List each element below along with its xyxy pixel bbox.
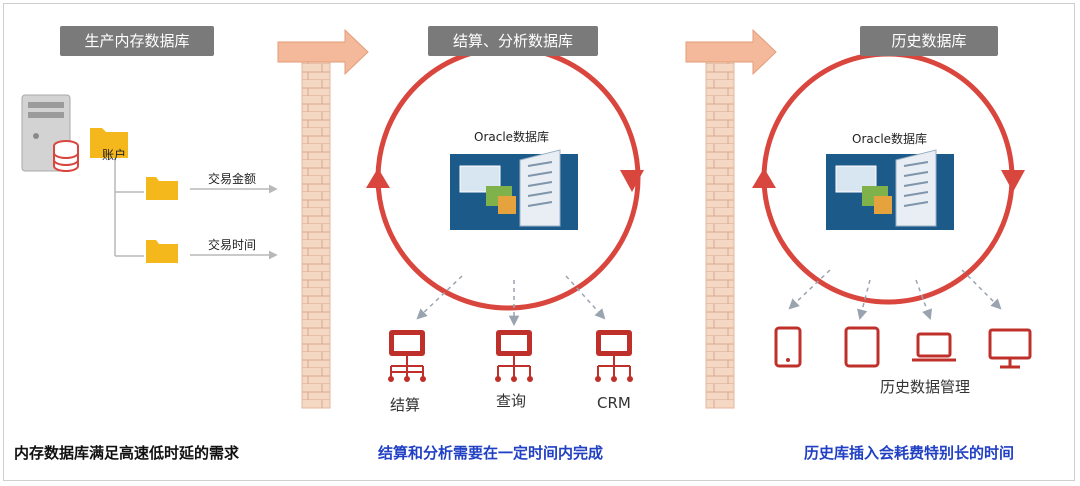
dashed-link-monitor [961,269,1002,310]
flow-arrow-2 [685,28,777,76]
monitor-icon [988,328,1032,369]
account-label: 账户 [102,148,127,162]
history-management-label: 历史数据管理 [880,378,971,396]
tablet-icon [844,326,880,368]
oracle-server-image-right [826,149,954,230]
history-arrowhead-left [752,168,776,188]
cycle-arrowhead-right [620,170,644,192]
client-icon-crm [595,330,633,382]
footer-middle-caption: 结算和分析需要在一定时间内完成 [378,444,604,462]
dashed-link-phone [788,269,831,310]
diagram-frame [3,3,1075,481]
firewall-wall-right [705,61,735,409]
amount-folder-icon [146,177,178,200]
header-production-db: 生产内存数据库 [60,26,214,56]
cycle-arrowhead-left [366,168,390,188]
history-arrowhead-right [1001,170,1025,192]
footer-right-caption: 历史库插入会耗费特别长的时间 [804,444,1015,462]
dashed-link-tablet [857,279,871,321]
laptop-icon [912,332,956,362]
time-folder-icon [146,240,178,263]
account-folder-icon [90,128,128,158]
client-icon-query [495,330,533,382]
header-history-db: 历史数据库 [860,26,998,56]
oracle-label-right: Oracle数据库 [852,132,928,146]
dashed-link-crm [565,275,606,320]
tree-connector [114,158,144,257]
oracle-label-middle: Oracle数据库 [474,130,550,144]
database-icon [53,140,79,172]
footer-left-caption: 内存数据库满足高速低时延的需求 [14,444,240,462]
firewall-wall-left [301,61,331,409]
client-label-query: 查询 [496,392,527,410]
phone-icon [774,326,802,368]
header-settlement-db: 结算、分析数据库 [428,26,598,56]
oracle-server-image-middle [450,149,578,230]
time-label: 交易时间 [208,238,257,252]
client-icon-settlement [388,330,426,382]
dashed-link-laptop [915,279,933,320]
client-label-crm: CRM [597,394,631,412]
client-label-settlement: 结算 [390,396,421,414]
flow-arrow-1 [277,28,369,76]
dashed-link-settle [416,275,463,320]
amount-label: 交易金额 [208,172,257,186]
